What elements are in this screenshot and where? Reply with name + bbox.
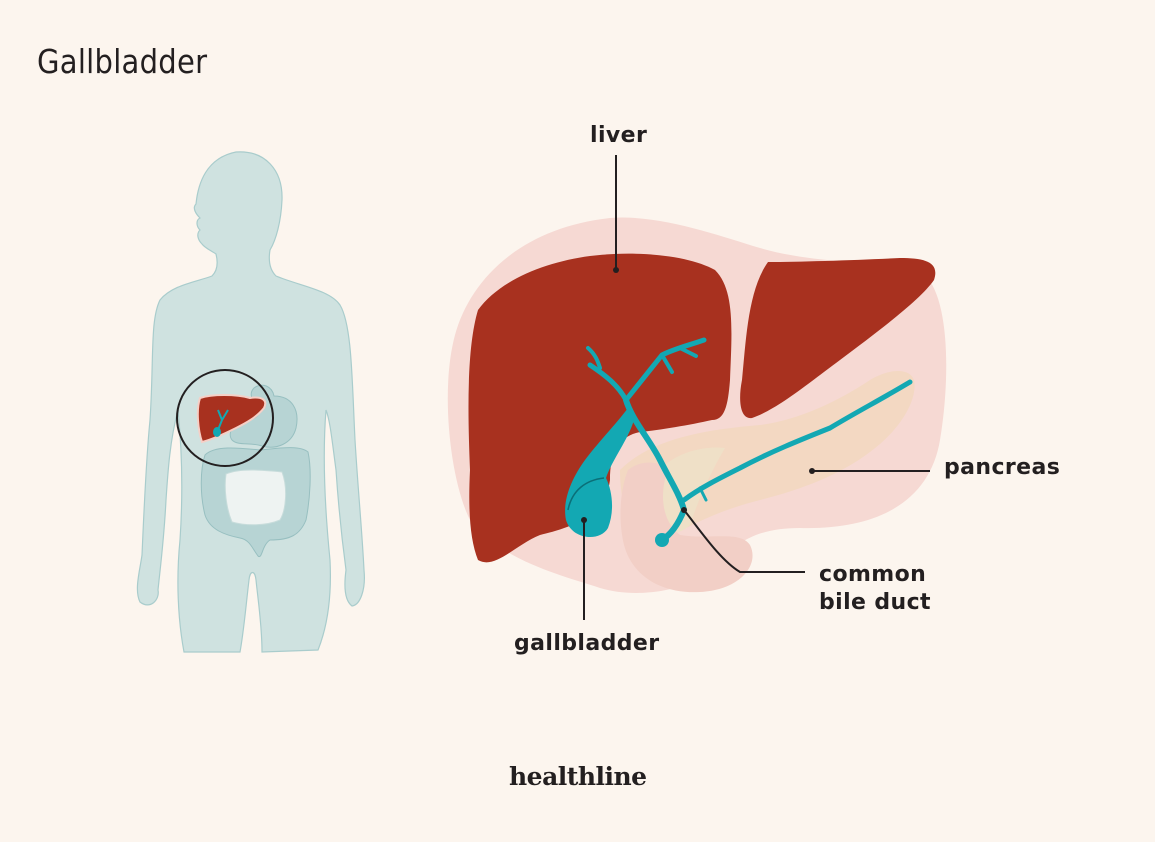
diagram-title: Gallbladder <box>37 42 208 81</box>
label-pancreas: pancreas <box>944 455 1061 480</box>
label-gallbladder: gallbladder <box>514 631 660 656</box>
liver-small <box>196 394 267 444</box>
liver-left-lobe <box>740 258 936 419</box>
duodenum <box>620 462 753 593</box>
label-liver: liver <box>590 123 648 148</box>
healthline-logo: healthline <box>509 762 647 791</box>
bile-duct-system <box>586 337 913 543</box>
gallbladder <box>565 405 634 538</box>
magnifier-circle <box>176 369 274 467</box>
label-common-bile-duct-line2: bile duct <box>819 590 931 615</box>
liver-right-lobe <box>468 253 732 563</box>
label-common-bile-duct-line1: common <box>819 562 927 587</box>
leader-lines <box>583 155 930 620</box>
intestines <box>200 447 311 558</box>
